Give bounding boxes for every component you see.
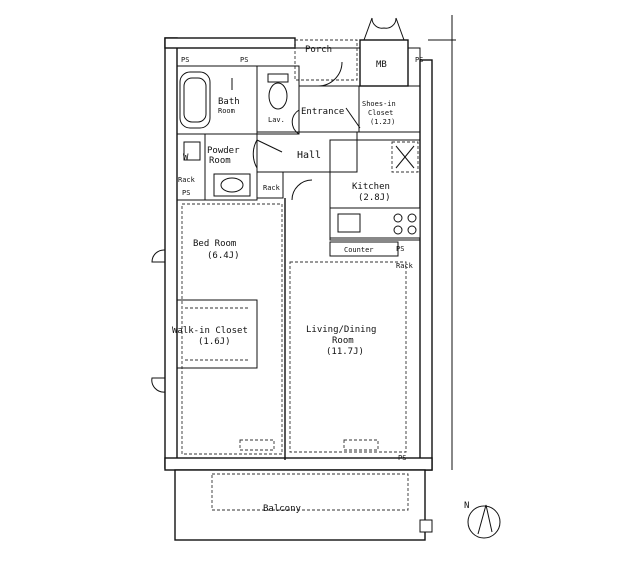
ps-tag: PS xyxy=(181,56,189,64)
hall xyxy=(256,131,358,201)
washer-tag: W xyxy=(183,153,189,163)
counter-label: Counter xyxy=(344,246,374,254)
hall-label: Hall xyxy=(297,150,321,161)
lavatory xyxy=(256,65,300,135)
powder-label-2: Room xyxy=(209,156,231,166)
powder-label-1: Powder xyxy=(207,146,240,156)
kitchen xyxy=(329,139,421,257)
ps-tag: PS xyxy=(182,189,190,197)
walkin-label-1: Walk-in Closet xyxy=(172,326,248,336)
shoes-closet-label-1: Shoes-in xyxy=(362,100,396,108)
entrance-label: Entrance xyxy=(301,107,344,117)
kitchen-label: Kitchen xyxy=(352,182,390,192)
bedroom-label: Bed Room xyxy=(193,239,236,249)
rack-tag: Rack xyxy=(178,176,196,184)
kitchen-size-label: (2.8J) xyxy=(358,193,391,203)
mb-label: MB xyxy=(376,60,387,70)
bath-sub-label: Room xyxy=(218,107,235,115)
outer-walls xyxy=(164,15,456,471)
bath-room xyxy=(176,65,258,135)
rack-tag: Rack xyxy=(396,262,414,270)
walk-in-closet xyxy=(176,299,258,369)
living-label-3: (11.7J) xyxy=(326,347,364,357)
living-label-2: Room xyxy=(332,336,354,346)
north-label: N xyxy=(464,501,469,511)
porch-label: Porch xyxy=(305,45,332,55)
walkin-label-2: (1.6J) xyxy=(198,337,231,347)
ps-tag: PS xyxy=(398,454,406,462)
living-dining-room xyxy=(239,261,407,453)
ps-tag: PS xyxy=(240,56,248,64)
north-arrow-icon xyxy=(467,504,501,539)
shoes-closet-label-2: Closet xyxy=(368,109,393,117)
ps-tag: PS xyxy=(415,56,423,64)
balcony xyxy=(174,469,433,541)
powder-room xyxy=(176,133,283,201)
bedroom-size-label: (6.4J) xyxy=(207,251,240,261)
balcony-label: Balcony xyxy=(263,504,302,514)
rack-tag: Rack xyxy=(263,184,281,192)
ps-tag: PS xyxy=(396,245,404,253)
shoes-closet-label-3: (1.2J) xyxy=(370,118,395,126)
bath-label: Bath xyxy=(218,97,240,107)
living-label-1: Living/Dining xyxy=(306,325,376,335)
bedroom xyxy=(151,198,286,460)
lav-label: Lav. xyxy=(268,116,285,124)
porch-area xyxy=(294,17,409,87)
